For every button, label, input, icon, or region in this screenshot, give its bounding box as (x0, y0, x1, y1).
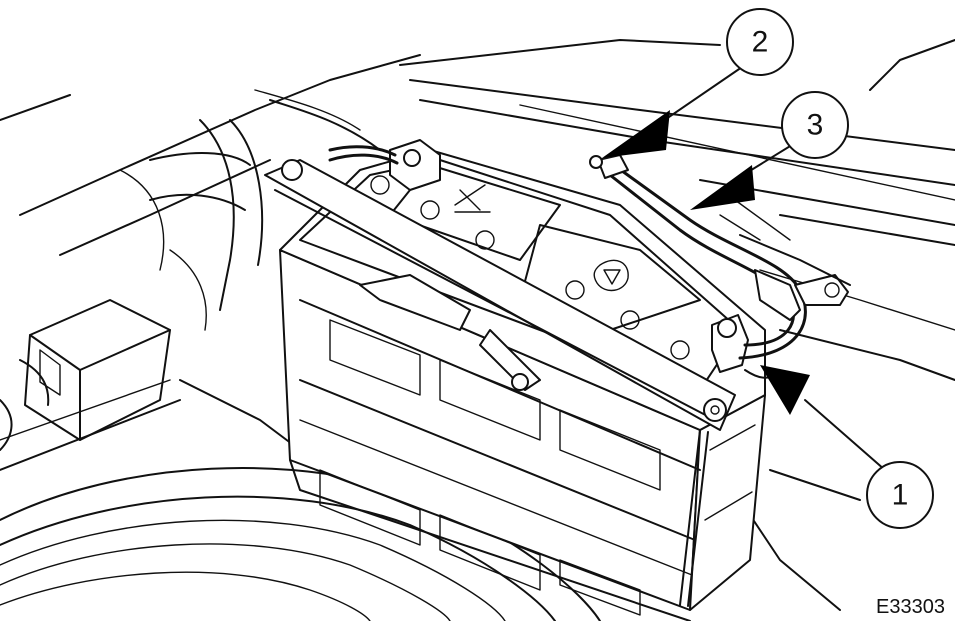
positive-cable (589, 154, 851, 379)
battery-clamp-bar (264, 159, 736, 607)
callout-3: 3 (781, 91, 849, 159)
arrowhead-1 (760, 365, 810, 415)
callout-label: 3 (807, 109, 824, 142)
leader-line-1 (804, 399, 886, 471)
vehicle-body-panels (0, 39, 955, 611)
battery-terminals (328, 139, 749, 373)
arrowhead-3 (690, 165, 755, 210)
reference-code: E33303 (876, 596, 945, 618)
callout-label: 1 (892, 479, 909, 512)
callout-1: 1 (866, 461, 934, 529)
arrowhead-2 (602, 110, 670, 158)
callout-label: 2 (752, 26, 769, 59)
callout-arrows (602, 64, 886, 471)
callout-2: 2 (726, 8, 794, 76)
